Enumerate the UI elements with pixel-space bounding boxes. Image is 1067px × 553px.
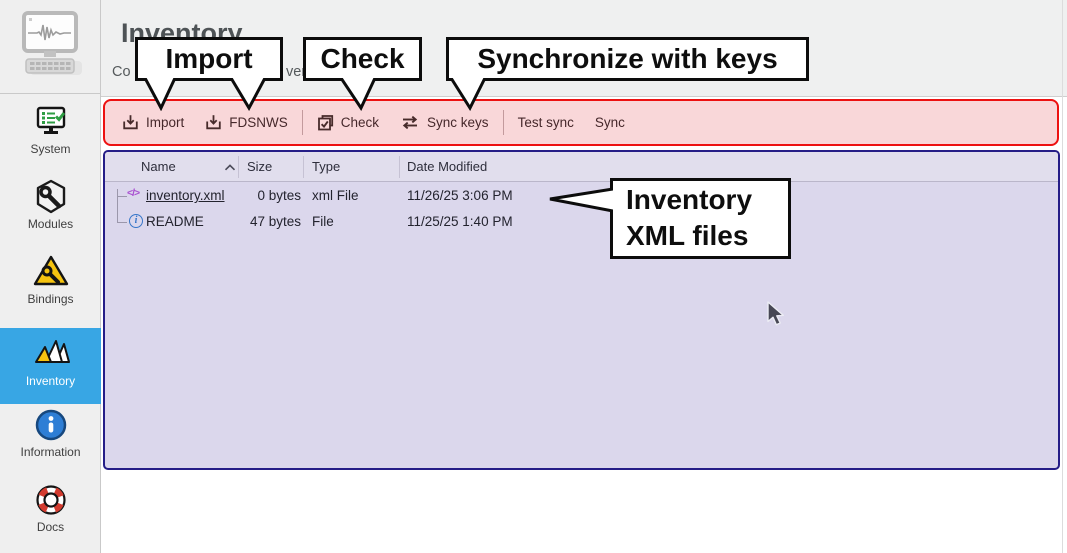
- callout-pointer: [339, 78, 377, 111]
- inventory-toolbar-highlight: Import FDSNWS Check: [103, 99, 1059, 146]
- sidebar-item-bindings[interactable]: Bindings: [0, 253, 101, 325]
- file-date-modified: 11/25/25 1:40 PM: [407, 214, 513, 229]
- warning-wrench-icon: [33, 255, 68, 286]
- column-header-date-modified[interactable]: Date Modified: [407, 159, 488, 174]
- column-divider[interactable]: [303, 156, 304, 178]
- file-row-inventory-xml[interactable]: </> inventory.xml 0 bytes xml File 11/26…: [105, 183, 1058, 209]
- callout-line: XML files: [626, 220, 749, 251]
- tree-branch-line: [117, 222, 127, 223]
- callout-import: Import: [135, 37, 283, 81]
- callout-pointer: [549, 187, 613, 213]
- sidebar-item-label: Modules: [27, 217, 74, 231]
- file-name[interactable]: README: [146, 214, 204, 229]
- import-button[interactable]: Import: [122, 114, 184, 131]
- toolbar-button-label: Import: [146, 115, 185, 130]
- toolbar-button-label: Sync: [594, 115, 625, 130]
- sync-button[interactable]: Sync: [595, 115, 625, 130]
- sidebar-item-inventory[interactable]: Inventory: [0, 328, 101, 404]
- callout-check: Check: [303, 37, 422, 81]
- test-sync-button[interactable]: Test sync: [518, 115, 574, 130]
- sidebar-item-label: Inventory: [25, 374, 76, 388]
- column-divider[interactable]: [238, 156, 239, 178]
- sidebar-item-label: System: [30, 142, 71, 156]
- sync-keys-button[interactable]: Sync keys: [400, 114, 489, 131]
- download-icon: [206, 115, 221, 130]
- file-size: 47 bytes: [249, 214, 301, 229]
- column-header-name[interactable]: Name: [141, 159, 176, 174]
- file-type: xml File: [312, 188, 359, 203]
- lifebuoy-icon: [35, 485, 66, 515]
- checkbox-icon: [317, 115, 333, 131]
- sidebar-item-system[interactable]: System: [0, 103, 101, 175]
- info-circle-icon: [35, 409, 66, 441]
- file-name[interactable]: inventory.xml: [146, 188, 225, 203]
- callout-inventory-xml-files: Inventory XML files: [610, 178, 791, 259]
- station-triangles-icon: [34, 340, 70, 363]
- toolbar-button-label: FDSNWS: [229, 115, 288, 130]
- toolbar-separator: [502, 110, 504, 135]
- toolbar-button-label: Test sync: [517, 115, 574, 130]
- xml-code-icon: </>: [127, 187, 140, 199]
- check-button[interactable]: Check: [317, 114, 379, 131]
- callout-synchronize-with-keys: Synchronize with keys: [446, 37, 809, 81]
- file-size: 0 bytes: [257, 188, 301, 203]
- sort-ascending-icon: [224, 164, 236, 171]
- sidebar-item-label: Docs: [36, 520, 65, 534]
- sidebar-item-modules[interactable]: Modules: [0, 178, 101, 250]
- system-monitor-check-icon: [36, 106, 65, 134]
- page-subtitle-fragment-left: Co: [112, 64, 131, 80]
- callout-pointer: [229, 78, 267, 111]
- module-wrench-icon: [36, 179, 65, 214]
- file-type: File: [312, 214, 334, 229]
- tree-branch-line: [117, 196, 127, 197]
- column-header-type[interactable]: Type: [312, 159, 341, 174]
- sidebar: System Modules Bindings In: [0, 0, 101, 553]
- sidebar-item-label: Information: [20, 445, 81, 459]
- toolbar-button-label: Check: [340, 115, 380, 130]
- page-subtitle-fragment-right: ver: [286, 64, 307, 80]
- seismograph-computer-icon: [21, 10, 82, 75]
- sidebar-item-docs[interactable]: Docs: [0, 481, 101, 553]
- callout-pointer: [143, 78, 177, 111]
- file-table-header[interactable]: Name Size Type Date Modified: [105, 152, 1058, 182]
- toolbar-separator: [301, 110, 303, 135]
- mouse-cursor: [767, 301, 784, 326]
- column-divider[interactable]: [399, 156, 400, 178]
- app-logo: [0, 0, 101, 94]
- sidebar-item-label: Bindings: [27, 292, 74, 306]
- download-icon: [123, 115, 138, 130]
- callout-pointer: [449, 78, 487, 111]
- column-header-size[interactable]: Size: [247, 159, 273, 174]
- content-edge-divider: [1062, 0, 1063, 553]
- toolbar-button-label: Sync keys: [427, 115, 489, 130]
- file-row-readme[interactable]: i README 47 bytes File 11/25/25 1:40 PM: [105, 209, 1058, 235]
- callout-line: Inventory: [626, 184, 753, 215]
- file-date-modified: 11/26/25 3:06 PM: [407, 188, 513, 203]
- info-outline-icon: i: [129, 214, 143, 228]
- sidebar-item-information[interactable]: Information: [0, 406, 101, 478]
- sync-arrows-icon: [402, 115, 418, 130]
- tree-branch-line: [117, 189, 118, 222]
- fdsnws-button[interactable]: FDSNWS: [205, 114, 288, 131]
